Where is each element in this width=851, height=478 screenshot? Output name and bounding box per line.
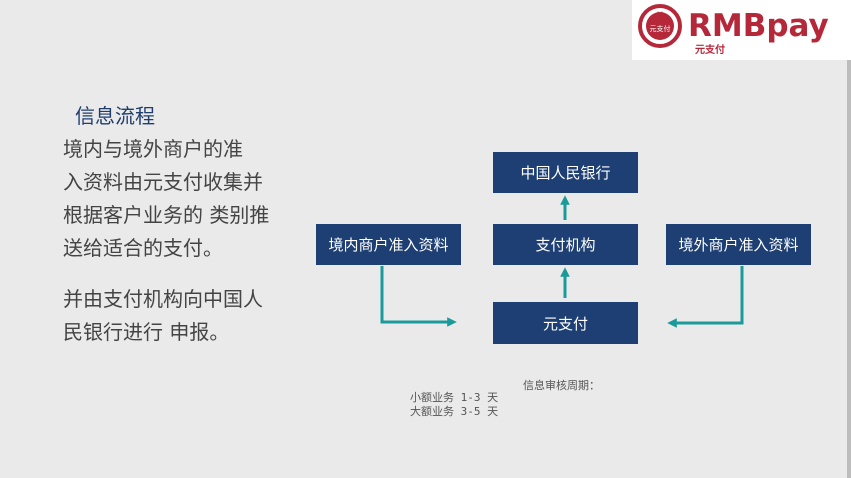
paragraph-line: 民银行进行 申报。 [63,320,230,344]
slide-right-edge [847,0,851,478]
description-paragraph-2: 并由支付机构向中国人 民银行进行 申报。 [63,283,313,349]
paragraph-line: 并由支付机构向中国人 [63,287,263,311]
yuan-coin-text: 元支付 [650,24,671,33]
description-paragraph-1: 境内与境外商户的准 入资料由元支付收集并 根据客户业务的 类别推 送给适合的支付… [63,133,313,265]
review-period-large: 大额业务 3-5 天 [410,405,499,418]
paragraph-line: 境内与境外商户的准 [63,137,243,161]
review-period-title: 信息审核周期： [523,379,600,392]
review-period-small: 小额业务 1-3 天 [410,391,499,404]
yuan-coin-glyph: ¥ [657,11,663,21]
yuan-coin-icon: ¥ 元支付 [638,4,682,48]
section-heading: 信息流程 [75,104,155,128]
paragraph-line: 入资料由元支付收集并 [63,170,263,194]
node-pboc: 中国人民银行 [493,152,638,193]
arrow-domestic-to-yuanpay [380,266,457,327]
node-payment-org: 支付机构 [493,224,638,265]
rmbpay-logo: ¥ 元支付 RMBpay 元支付 [632,0,851,60]
node-overseas-merchant: 境外商户准入资料 [666,224,811,265]
node-yuanpay: 元支付 [493,302,638,344]
arrow-overseas-to-yuanpay [667,266,744,328]
paragraph-line: 根据客户业务的 类别推 [63,203,270,227]
logo-subtitle: 元支付 [695,45,725,56]
node-domestic-merchant: 境内商户准入资料 [316,224,461,265]
logo-wordmark: RMBpay [688,8,829,44]
paragraph-line: 送给适合的支付。 [63,236,223,260]
